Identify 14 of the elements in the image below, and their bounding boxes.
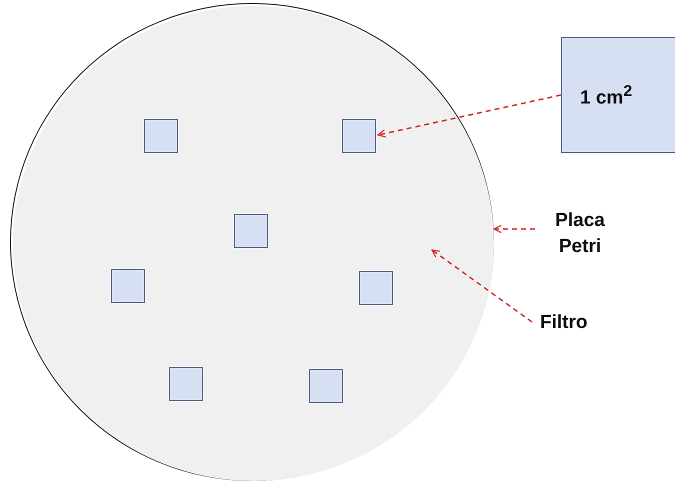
square-shape: [342, 119, 376, 153]
square-shape: [169, 367, 203, 401]
leader-line: [377, 94, 562, 138]
square-shape: [111, 269, 145, 303]
square-shape: [359, 271, 393, 305]
callout-text: Filtro: [540, 310, 620, 338]
callout-text: Placa Petri: [540, 208, 620, 264]
square-shape: [309, 369, 343, 403]
leader-line: [431, 249, 532, 323]
square-shape: [144, 119, 178, 153]
area-label: 1 cm$^{2}$: [580, 82, 632, 110]
square-box: [561, 37, 675, 153]
leader-line: [493, 224, 535, 234]
square-shape: [234, 214, 268, 248]
